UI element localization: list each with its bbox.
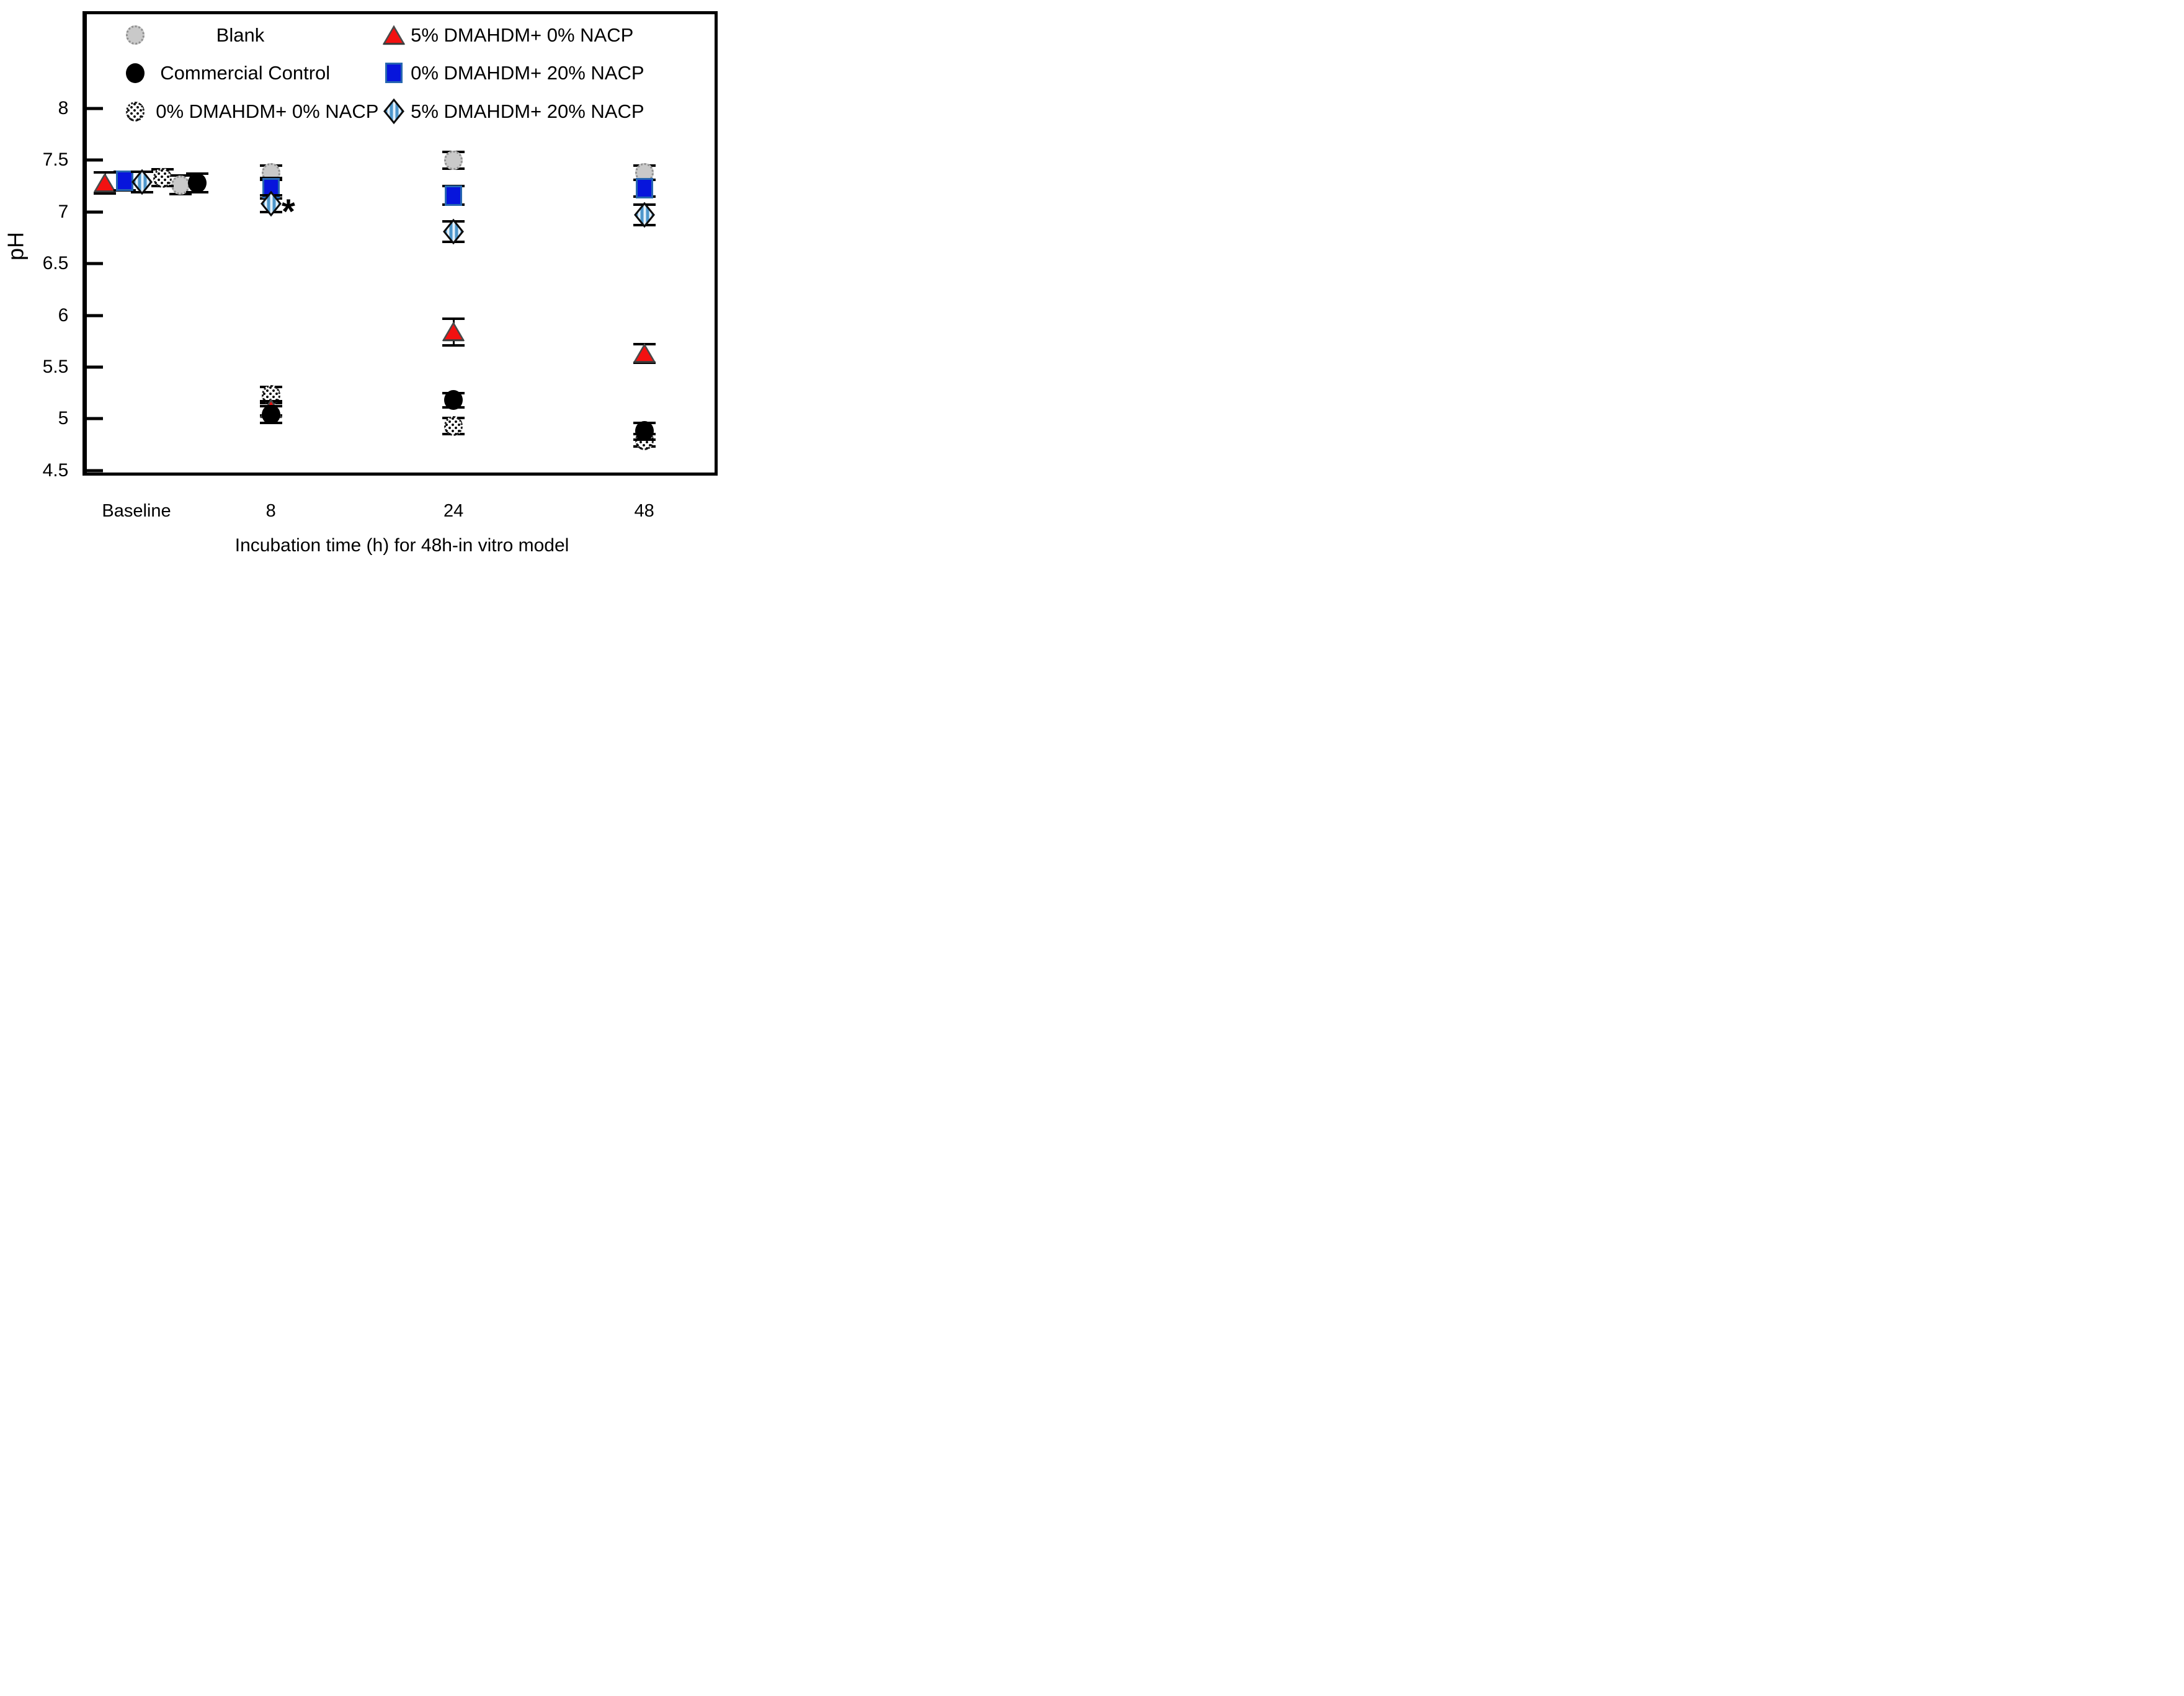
gray-circle-marker-icon — [444, 150, 463, 171]
y-tick-mark — [87, 210, 104, 214]
legend-label-left-0: Blank — [216, 24, 265, 46]
y-tick-mark — [87, 469, 104, 473]
blue-square-marker-icon — [445, 185, 463, 206]
blue-square-marker-icon — [115, 171, 133, 192]
red-triangle-marker-icon — [442, 321, 465, 342]
error-bar-cap — [259, 176, 282, 179]
y-tick-mark — [87, 417, 104, 420]
y-tick-label: 5 — [58, 408, 69, 429]
striped-diamond-marker-icon — [260, 190, 282, 217]
black-circle-marker-icon — [126, 63, 145, 83]
y-tick-mark — [87, 107, 104, 110]
figure: 8 7.5 7 6.5 6 5.5 5 4.5 pH Baseline 8 24 48 Incuba… — [0, 0, 728, 566]
significance-asterisk: * — [281, 191, 295, 231]
blue-square-marker-icon — [635, 177, 653, 198]
error-bar-cap — [94, 192, 117, 195]
blue-square-marker-icon — [385, 63, 403, 84]
x-axis-title: Incubation time (h) for 48h-in vitro mod… — [234, 535, 569, 556]
x-tick-label-baseline: Baseline — [102, 501, 171, 522]
striped-diamond-marker-icon — [443, 218, 465, 245]
y-tick-label: 5.5 — [42, 356, 69, 377]
error-bar-cap — [442, 344, 465, 347]
red-triangle-marker-icon — [633, 343, 656, 363]
legend-label-right-2: 5% DMAHDM+ 20% NACP — [411, 100, 644, 122]
dotted-circle-marker-icon — [126, 101, 145, 122]
black-circle-marker-icon — [261, 404, 280, 425]
legend-label-right-1: 0% DMAHDM+ 20% NACP — [411, 61, 644, 84]
dotted-circle-marker-icon — [153, 167, 172, 188]
dotted-circle-marker-icon — [444, 416, 463, 436]
legend-label-left-1: Commercial Control — [160, 61, 331, 84]
plot-area — [82, 11, 718, 476]
y-tick-label: 7 — [58, 201, 69, 222]
y-tick-mark — [87, 365, 104, 369]
x-tick-label-8: 8 — [265, 501, 276, 522]
y-tick-label: 8 — [58, 98, 69, 119]
striped-diamond-marker-icon — [131, 169, 153, 195]
x-tick-label-48: 48 — [634, 501, 654, 522]
error-bar-cap — [94, 171, 117, 174]
y-tick-label: 4.5 — [42, 460, 69, 481]
y-tick-label: 6.5 — [42, 253, 69, 274]
red-triangle-marker-icon — [94, 172, 117, 193]
striped-diamond-marker-icon — [383, 98, 405, 125]
y-tick-mark — [87, 314, 104, 317]
black-circle-marker-icon — [444, 390, 463, 411]
y-tick-mark — [87, 158, 104, 162]
legend-label-left-2: 0% DMAHDM+ 0% NACP — [156, 100, 379, 122]
striped-diamond-marker-icon — [633, 202, 655, 228]
black-circle-marker-icon — [635, 421, 654, 442]
y-tick-label: 7.5 — [42, 149, 69, 171]
x-tick-label-24: 24 — [443, 501, 464, 522]
y-tick-mark — [87, 262, 104, 265]
black-circle-marker-icon — [188, 173, 207, 193]
y-tick-label: 6 — [58, 304, 69, 326]
y-axis-title: pH — [2, 231, 29, 260]
legend-label-right-0: 5% DMAHDM+ 0% NACP — [411, 24, 634, 46]
gray-circle-marker-icon — [126, 25, 145, 45]
error-bar-cap — [442, 317, 465, 320]
red-triangle-marker-icon — [382, 24, 406, 45]
